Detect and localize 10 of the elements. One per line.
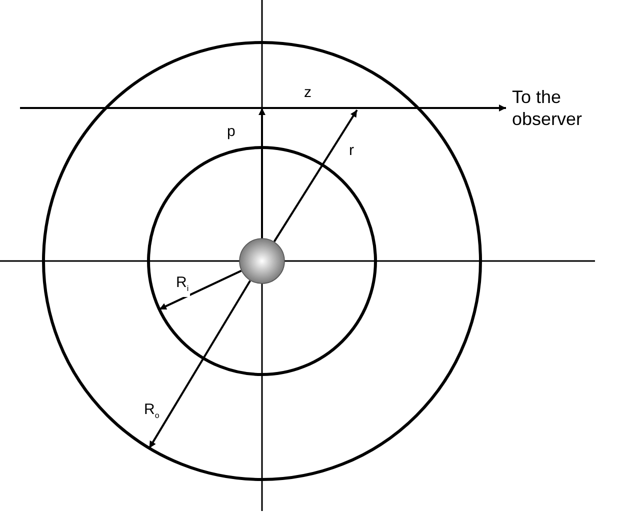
arrow <box>20 104 506 112</box>
arrow <box>273 109 358 242</box>
shell-circle <box>42 41 482 481</box>
arrow <box>148 280 251 449</box>
edge-label: R$_{i}$ <box>175 274 190 297</box>
arrow <box>258 108 266 238</box>
text-label: To the observer <box>512 86 623 130</box>
shell-circle <box>147 146 377 376</box>
arrow <box>158 270 242 310</box>
star-sphere <box>239 238 285 284</box>
